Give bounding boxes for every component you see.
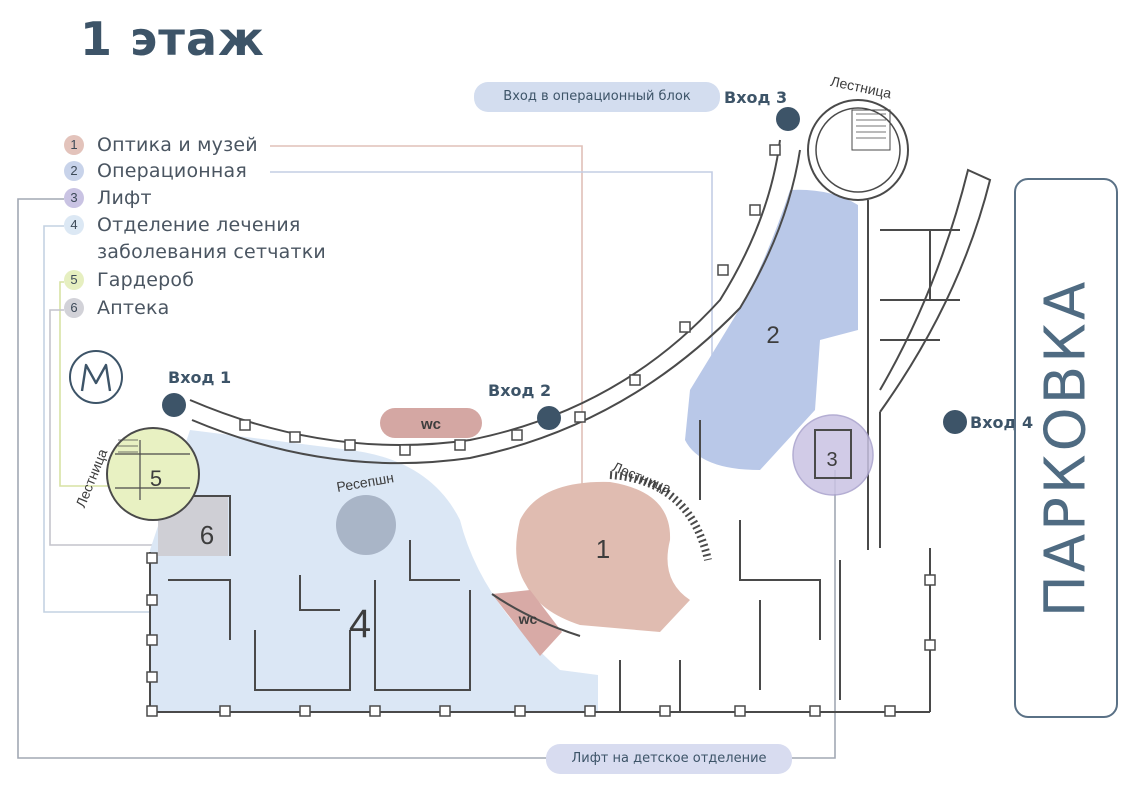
leader-line-4 [43, 225, 200, 613]
curved-facade-front [189, 139, 781, 446]
entrance-4-dot [943, 410, 967, 434]
entrance-2-dot [537, 406, 561, 430]
metro-badge [69, 350, 123, 404]
leader-line-1 [270, 145, 583, 490]
legend-num-6: 6 [64, 298, 84, 318]
stair-tower-top [807, 99, 909, 201]
legend-item-4: 4 Отделение лечения заболевания сетчатки [64, 214, 326, 266]
parking-box: ПАРКОВКА [1014, 178, 1118, 718]
zone-1-area [516, 481, 690, 632]
entrance-1-dot [162, 393, 186, 417]
legend-label-6: Аптека [97, 297, 170, 319]
legend-label-5: Гардероб [97, 269, 195, 291]
leader-line-2 [270, 171, 713, 360]
legend-label-3: Лифт [97, 187, 152, 209]
inner-walls-right [619, 229, 960, 712]
leader-line-5 [59, 281, 120, 487]
legend-label-4: Отделение лечения [97, 214, 301, 236]
zone-2-number: 2 [766, 322, 779, 349]
legend-item-2: 2 Операционная [64, 160, 247, 184]
legend-label-2: Операционная [97, 160, 247, 182]
zone-3-area [792, 414, 874, 496]
kids-lift-pill: Лифт на детское отделение [546, 744, 792, 774]
facade-columns [146, 144, 936, 717]
legend-item-3: 3 Лифт [64, 187, 152, 211]
legend-num-1: 1 [64, 135, 84, 155]
stair-tower-left [106, 427, 200, 521]
curved-facade-back [191, 149, 801, 465]
legend-label-1: Оптика и музей [97, 134, 258, 156]
reception-desk [336, 495, 396, 555]
zone-3-number: 3 [826, 449, 837, 471]
zone-6-number: 6 [200, 520, 214, 550]
legend-item-5: 5 Гардероб [64, 269, 194, 293]
entrance-2-label: Вход 2 [488, 381, 552, 400]
outer-wall [149, 168, 992, 713]
inner-walls-left [168, 540, 471, 691]
wc-room-text: wc [518, 611, 538, 627]
leader-line-3 [17, 198, 836, 759]
legend-num-5: 5 [64, 270, 84, 290]
zone-1-number: 1 [596, 534, 610, 564]
entrance-3-label: Вход 3 [724, 88, 788, 107]
metro-m-icon [80, 363, 112, 392]
entrance-3-dot [776, 107, 800, 131]
page-title: 1 этаж [80, 12, 265, 66]
wc-badge-text: wc [420, 416, 441, 433]
legend-leader-lines [17, 145, 836, 759]
legend-label-4b: заболевания сетчатки [97, 241, 326, 263]
legend-num-2: 2 [64, 161, 84, 181]
legend-item-1: 1 Оптика и музей [64, 134, 258, 158]
legend-num-4: 4 [64, 215, 84, 235]
legend-num-3: 3 [64, 188, 84, 208]
zone-2-area [685, 189, 858, 470]
building-walls [149, 139, 992, 713]
legend-item-6: 6 Аптека [64, 297, 170, 321]
legend-label-4-wrap: Отделение лечения заболевания сетчатки [84, 214, 326, 264]
zone-4-area [150, 430, 598, 712]
leader-line-6 [49, 309, 158, 546]
lift-shaft [814, 429, 852, 479]
parking-label: ПАРКОВКА [1033, 278, 1099, 618]
wc-right-arc [491, 593, 581, 637]
zone-wc-area [492, 590, 562, 656]
entrance-4-label: Вход 4 [970, 413, 1034, 432]
operating-block-entry-pill: Вход в операционный блок [474, 82, 720, 112]
wc-badge [380, 408, 482, 438]
zone-5-number: 5 [150, 466, 162, 491]
entrance-1-label: Вход 1 [168, 368, 232, 387]
stairs-label-top: Лестница [829, 73, 893, 102]
zone-4-number: 4 [349, 602, 371, 646]
zone-fills [150, 189, 858, 712]
stairs-label-left: Лестница [72, 446, 110, 509]
